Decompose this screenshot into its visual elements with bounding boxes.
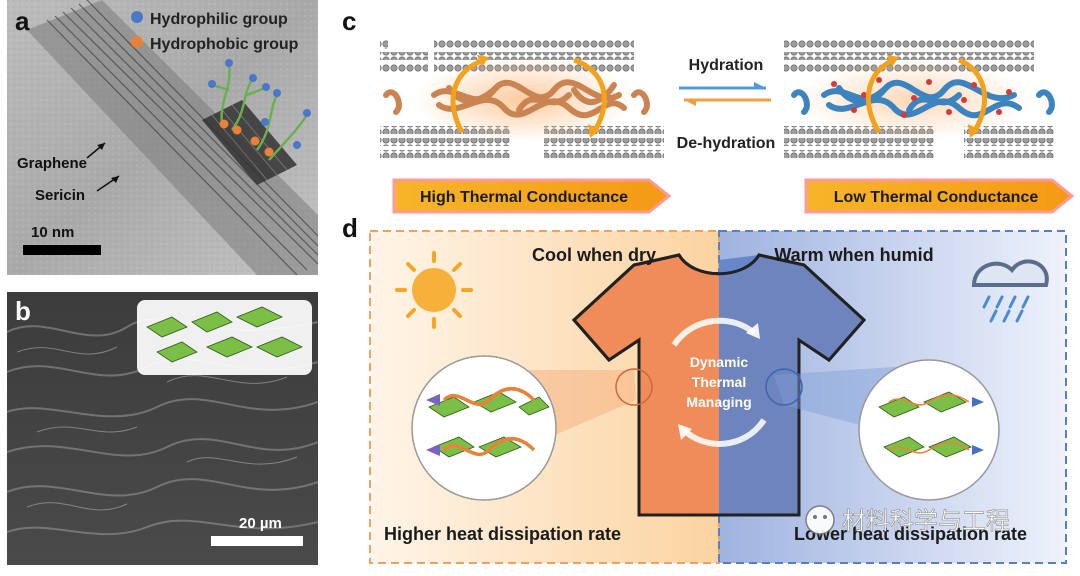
hydrophilic-legend-marker: [131, 11, 143, 23]
panel-c: Hydration De-hydration High Thermal Cond…: [334, 0, 1080, 215]
sun-icon: [395, 251, 473, 329]
dry-sericin-tangle: [383, 79, 650, 119]
water-molecules: [831, 77, 1012, 118]
sericin-annotation: Sericin: [35, 187, 85, 204]
sem-image: 20 µm: [6, 292, 319, 565]
hydrophobic-legend-marker: [131, 36, 143, 48]
high-conductance-label: High Thermal Conductance: [420, 189, 628, 206]
panel-b: 20 µm b: [6, 292, 319, 565]
humid-magnified-view: [858, 359, 1000, 501]
thermal-management-schematic: Dynamic Thermal Managing: [369, 230, 1067, 564]
panel-label-a: a: [15, 6, 30, 36]
graphene-layers: [27, 0, 319, 276]
hydrophobic-legend-label: Hydrophobic group: [150, 36, 299, 53]
scalebar-label: 20 µm: [239, 515, 282, 532]
scalebar-label: 10 nm: [31, 224, 74, 241]
center-text-line-1: Dynamic: [690, 354, 749, 370]
panel-d: Dynamic Thermal Managing: [334, 213, 1080, 571]
hydrophilic-legend-label: Hydrophilic group: [150, 11, 288, 28]
dry-caption: Higher heat dissipation rate: [384, 524, 621, 544]
panel-label-c: c: [342, 6, 357, 36]
tem-image: Hydrophilic group Hydrophobic group Grap…: [7, 0, 319, 276]
center-text-line-2: Thermal: [692, 374, 746, 390]
t-shirt: [571, 253, 867, 517]
graphene-flakes-inset: [137, 300, 312, 375]
scalebar: [23, 245, 101, 255]
center-text-line-3: Managing: [686, 394, 751, 410]
hydrated-sericin-tangle: [791, 79, 1055, 119]
humid-caption: Lower heat dissipation rate: [794, 524, 1027, 544]
humid-title: Warm when humid: [774, 245, 933, 265]
watermark: 材料科学与工程: [805, 505, 1010, 535]
heat-flow-arrows-dry: [450, 57, 607, 134]
high-thermal-conductance-banner: High Thermal Conductance: [392, 178, 672, 214]
scalebar: [211, 536, 303, 546]
panel-label-b: b: [15, 296, 31, 326]
low-conductance-label: Low Thermal Conductance: [834, 189, 1039, 206]
hydration-label: Hydration: [689, 57, 764, 74]
rain-cloud-icon: [971, 259, 1049, 323]
dry-title: Cool when dry: [532, 245, 656, 265]
hydration-schematic: Hydration De-hydration High Thermal Cond…: [380, 40, 1075, 214]
dehydration-label: De-hydration: [677, 135, 776, 152]
graphene-annotation: Graphene: [17, 155, 87, 172]
watermark-text: 材料科学与工程: [842, 508, 1010, 535]
heat-flow-arrows-humid: [865, 57, 988, 134]
graphene-sheet-inset: [202, 59, 311, 185]
panel-label-d: d: [342, 213, 358, 243]
low-thermal-conductance-banner: Low Thermal Conductance: [804, 178, 1075, 214]
dry-magnified-view: [411, 355, 557, 501]
panel-a: Hydrophilic group Hydrophobic group Grap…: [7, 0, 319, 276]
